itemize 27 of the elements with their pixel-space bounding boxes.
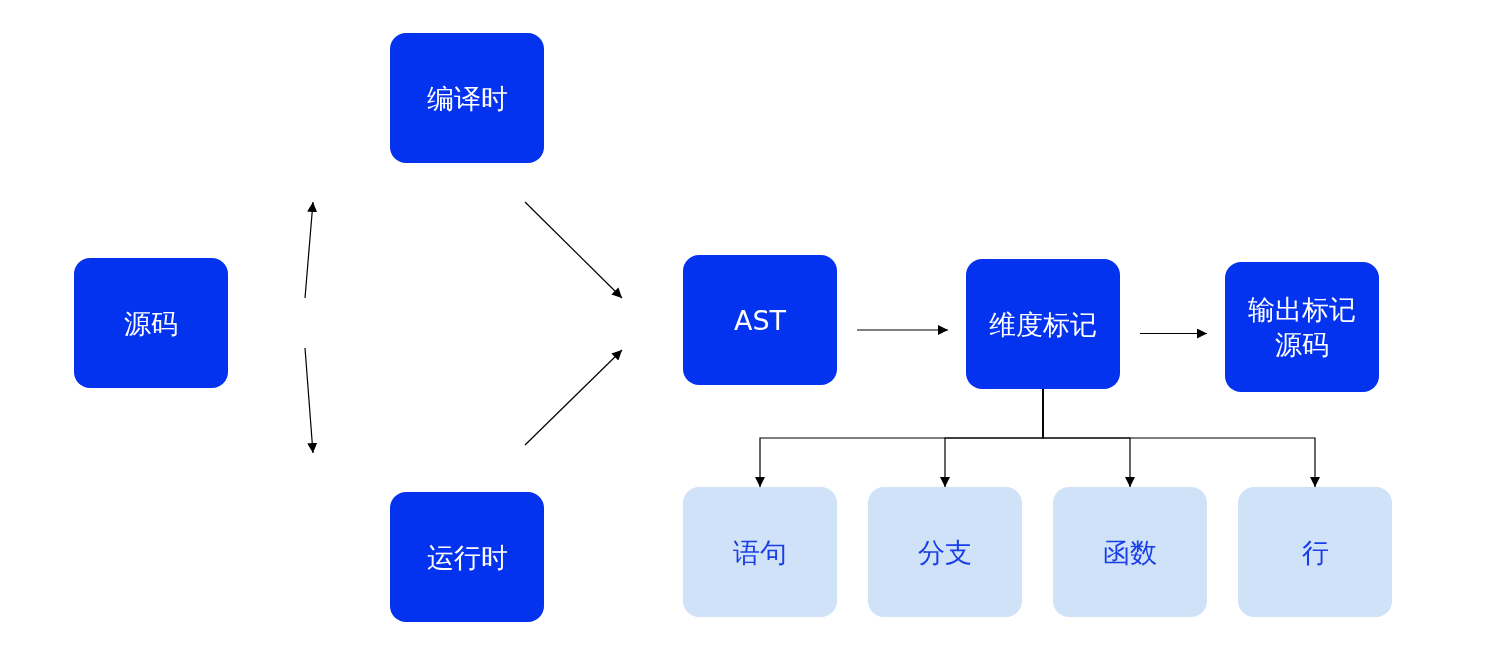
box-label: 运行时 (426, 540, 508, 575)
box-label: 维度标记 (989, 307, 1097, 342)
process-box (74, 258, 228, 388)
process-box (966, 259, 1120, 389)
arrow (304, 347, 318, 454)
box-label: 编译时 (426, 81, 508, 116)
box-label: 函数 (1103, 535, 1157, 570)
box-label: 语句 (733, 535, 787, 570)
arrow (524, 201, 623, 299)
box-label: 行 (1301, 535, 1329, 570)
arrow (856, 325, 949, 335)
box-label: 输出标记源码 (1247, 293, 1357, 362)
process-box (683, 255, 837, 385)
category-box (1053, 487, 1207, 617)
process-box (1225, 262, 1379, 392)
process-box (390, 492, 544, 622)
category-box (868, 487, 1022, 617)
arrow (304, 201, 318, 299)
category-box (1238, 487, 1392, 617)
arrow (1139, 328, 1208, 339)
category-box (683, 487, 837, 617)
box-label: AST (733, 303, 787, 338)
box-label: 分支 (918, 535, 972, 570)
arrow (1042, 388, 1320, 488)
box-label: 源码 (124, 306, 178, 341)
arrow (524, 349, 623, 446)
process-box (390, 33, 544, 163)
